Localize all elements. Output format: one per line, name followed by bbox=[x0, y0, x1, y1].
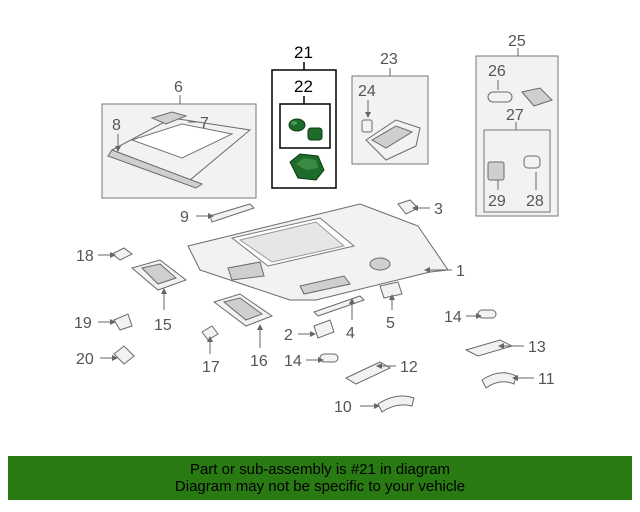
callout-2: 2 bbox=[284, 327, 293, 344]
part-19: 19 bbox=[74, 313, 133, 332]
part-2: 2 bbox=[284, 319, 335, 344]
callout-13: 13 bbox=[528, 339, 546, 356]
callout-10: 10 bbox=[334, 399, 352, 416]
part-17: 17 bbox=[201, 325, 220, 376]
part-16: 16 bbox=[212, 293, 274, 370]
callout-8: 8 bbox=[112, 117, 121, 134]
callout-24: 24 bbox=[358, 83, 376, 100]
callout-1: 1 bbox=[456, 263, 465, 280]
part-20: 20 bbox=[76, 345, 135, 368]
part-18: 18 bbox=[76, 247, 133, 265]
callout-9: 9 bbox=[180, 209, 189, 226]
part-14-left: 14 bbox=[284, 353, 339, 370]
part-3: 3 bbox=[397, 199, 443, 218]
callout-29: 29 bbox=[488, 193, 506, 210]
callout-28: 28 bbox=[526, 193, 544, 210]
group-23: 23 24 bbox=[351, 51, 429, 165]
part-5: 5 bbox=[379, 281, 403, 332]
banner-line-1: Part or sub-assembly is #21 in diagram bbox=[189, 461, 451, 478]
callout-16: 16 bbox=[250, 353, 268, 370]
part-12: 12 bbox=[344, 359, 418, 385]
group-25: 25 26 27 29 28 bbox=[475, 33, 559, 217]
callout-18: 18 bbox=[76, 248, 94, 265]
callout-4: 4 bbox=[346, 325, 355, 342]
callout-5: 5 bbox=[386, 315, 395, 332]
part-13: 13 bbox=[464, 339, 546, 357]
part-14-right: 14 bbox=[444, 309, 497, 326]
part-10: 10 bbox=[334, 395, 415, 416]
callout-19: 19 bbox=[74, 315, 92, 332]
part-9: 9 bbox=[180, 203, 255, 226]
group-21: 21 22 bbox=[271, 43, 337, 189]
headliner: 1 bbox=[187, 203, 465, 301]
callout-20: 20 bbox=[76, 351, 94, 368]
banner-line-2: Diagram may not be specific to your vehi… bbox=[174, 478, 466, 495]
callout-15: 15 bbox=[154, 317, 172, 334]
fitment-notice-banner: Part or sub-assembly is #21 in diagram D… bbox=[8, 456, 632, 500]
callout-25: 25 bbox=[508, 33, 526, 50]
callout-3: 3 bbox=[434, 201, 443, 218]
callout-17: 17 bbox=[202, 359, 220, 376]
group-6: 6 7 8 bbox=[101, 79, 257, 199]
part-11: 11 bbox=[481, 371, 555, 389]
callout-14-right: 14 bbox=[444, 309, 462, 326]
callout-7: 7 bbox=[200, 115, 209, 132]
callout-14-left: 14 bbox=[284, 353, 302, 370]
connector-part bbox=[307, 127, 323, 141]
clip-part bbox=[288, 118, 306, 132]
callout-26: 26 bbox=[488, 63, 506, 80]
callout-21: 21 bbox=[294, 43, 313, 62]
callout-23: 23 bbox=[380, 51, 398, 68]
callout-11: 11 bbox=[538, 371, 555, 388]
callout-12: 12 bbox=[400, 359, 418, 376]
callout-6: 6 bbox=[174, 79, 183, 96]
part-4: 4 bbox=[313, 295, 365, 342]
callout-22: 22 bbox=[294, 77, 313, 96]
callout-27: 27 bbox=[506, 107, 524, 124]
part-15: 15 bbox=[130, 259, 188, 334]
